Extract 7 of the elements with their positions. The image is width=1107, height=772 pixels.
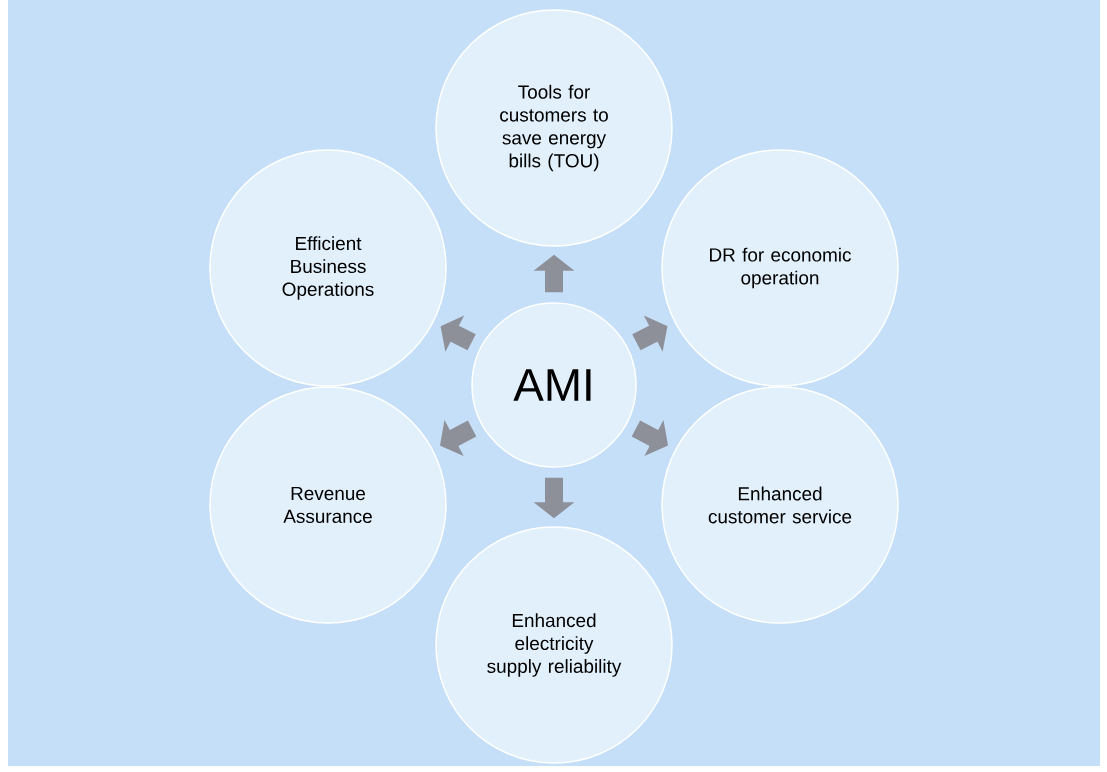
circle-node: Efficient Business Operations [209,149,447,387]
circle-node: DR for economic operation [661,149,899,387]
circle-node: Revenue Assurance [209,386,447,624]
circle-node: AMI [471,302,637,468]
circle-node: Tools for customers to save energy bills (TOU) [435,9,673,247]
circle-node: Enhanced electricity supply reliability [435,526,673,764]
circle-node: Enhanced customer service [661,386,899,624]
